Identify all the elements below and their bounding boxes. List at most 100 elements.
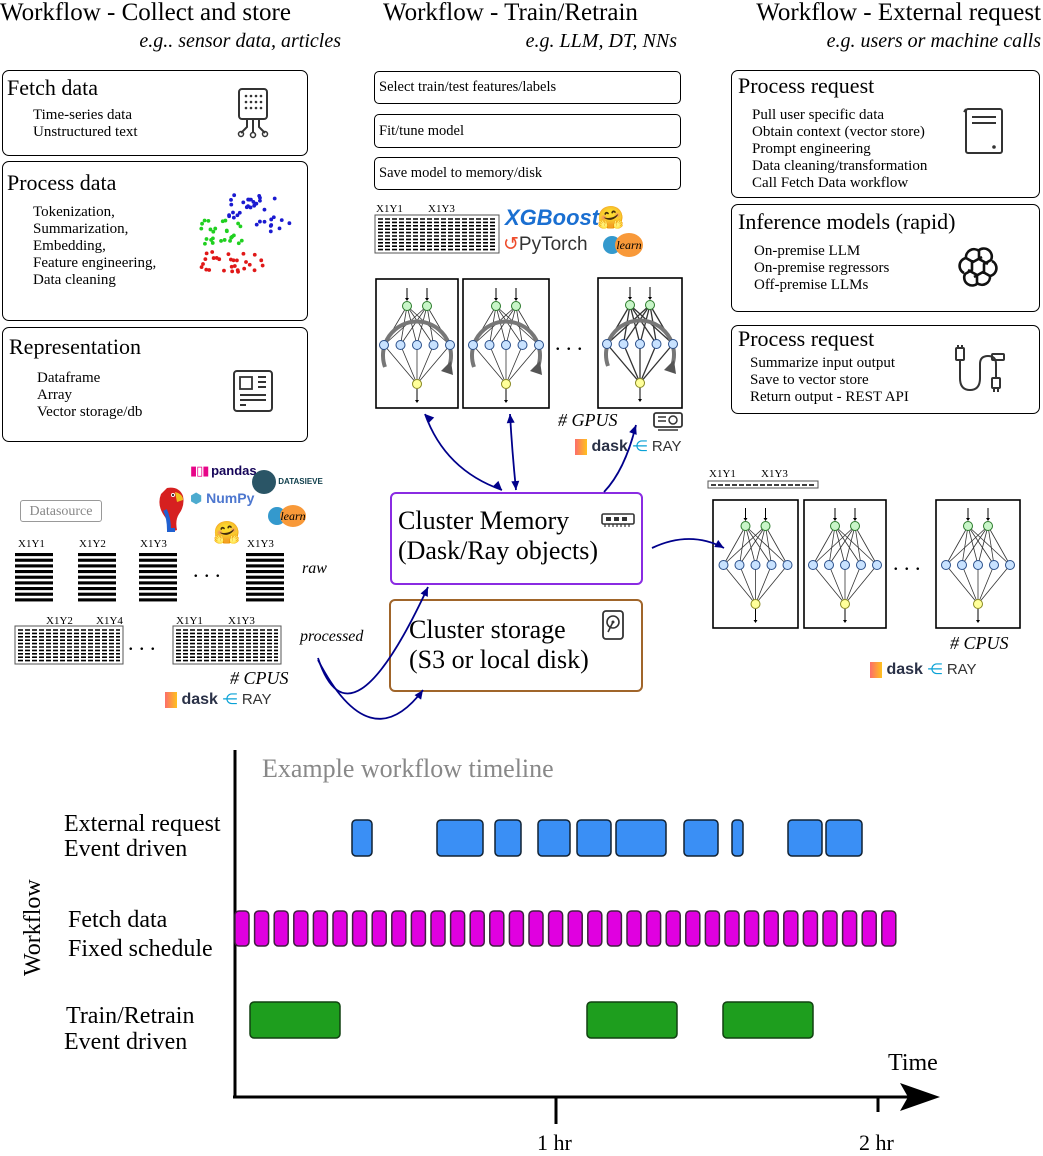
fetch-data-bar [802,910,819,947]
gpu-icon [653,412,683,431]
inference-table-label-1: X1Y1 [709,468,736,480]
output-node [973,599,983,609]
mid-dask-ray-logo: dask ⋲ RAY [575,437,682,456]
scatter-point [203,257,208,262]
external-request-bar [537,819,571,857]
output-node [840,599,850,609]
cpu-network-1 [712,499,799,629]
network-edge [945,525,969,566]
fetch-data-bar [665,910,681,947]
output-node [635,378,645,388]
scatter-point [220,219,225,224]
stripe [246,553,284,557]
input-arrowhead [763,518,768,521]
hidden-node [840,560,850,570]
scatter-point [230,234,235,239]
fetch-data-bar [312,910,329,947]
fetch-data-bar [351,910,368,947]
hidden-node [534,340,544,350]
processed-col-label-4: X1Y3 [228,615,255,627]
scatter-point [247,262,252,267]
fetch-data-bar [567,910,583,947]
fetch-data-bar [332,910,348,947]
input-arrowhead [833,518,837,521]
network-edge [495,305,523,346]
output-arrowhead [504,400,508,403]
scatter-point [251,200,256,204]
network-frame [712,499,799,629]
stripe [139,581,177,585]
network-edge [745,525,788,566]
fetch-data-bar [489,910,505,947]
fetch-data-bar [528,910,544,947]
hidden-node [856,560,866,570]
network-edge [961,564,979,605]
fetch-data-bar [273,910,289,947]
network-edge [622,343,641,384]
network-edge [606,304,651,345]
hidden-node [651,339,662,349]
network-edge [977,525,989,566]
network-edge [639,343,658,384]
network-frame [935,499,1021,629]
hidden-node [957,560,967,570]
scatter-point [209,238,214,242]
scatter-point [247,197,252,202]
hidden-node [379,340,389,350]
arrow-line [603,424,637,493]
network-edge [739,525,746,566]
scatter-point [262,219,267,224]
input-node [511,301,521,311]
xgboost-logo: XGBoost [505,205,600,230]
arrowhead [714,540,724,548]
hidden-node [973,560,983,570]
scatter-point [238,224,243,229]
stripe [246,558,284,562]
scatter-point [201,262,205,266]
output-arrowhead [638,399,642,402]
scatter-point [235,213,240,218]
stripe [78,553,116,557]
arrowhead [492,480,502,490]
scatter-point [222,238,227,242]
scatter-point [287,221,292,226]
collect-column-subtitle: e.g.. sensor data, articles [139,30,341,52]
parrot-icon [159,487,184,532]
scatter-point [235,258,239,263]
raw-ellipsis: . . . [193,557,221,582]
motherboard-icon [233,370,273,412]
fetch-data-title: Fetch data [7,75,99,100]
scatter-point [226,252,231,257]
hidden-node [734,560,745,570]
inference-data-table [707,480,819,489]
hidden-node [872,560,882,570]
table-frame [172,625,282,665]
process-request-title-1: Process request [738,73,875,98]
processed-col-label-2: X1Y4 [96,615,123,627]
select-features-step: Select train/test features/labels [374,71,681,104]
network-edge [472,305,517,346]
server-icon [963,108,1003,154]
scatter-point [254,222,259,227]
input-node [740,521,751,531]
stripe [15,581,53,585]
fetch-data-bar [743,910,760,947]
train-retrain-bar [586,1001,678,1039]
network-edge [854,525,862,566]
network-edge [739,525,766,566]
scatter-point [204,267,209,272]
process-data-title: Process data [7,170,117,195]
hidden-node [808,560,818,570]
training-loop-arc [604,318,676,367]
external-column-title: Workflow - External request [756,0,1041,26]
fetch-data-bar [861,910,877,947]
pytorch-logo: ↺PyTorch [503,234,588,255]
gpus-label: # GPUS [558,410,618,430]
network-edge [400,344,418,385]
fetch-data-bar [841,910,858,947]
network-edge [844,525,856,566]
